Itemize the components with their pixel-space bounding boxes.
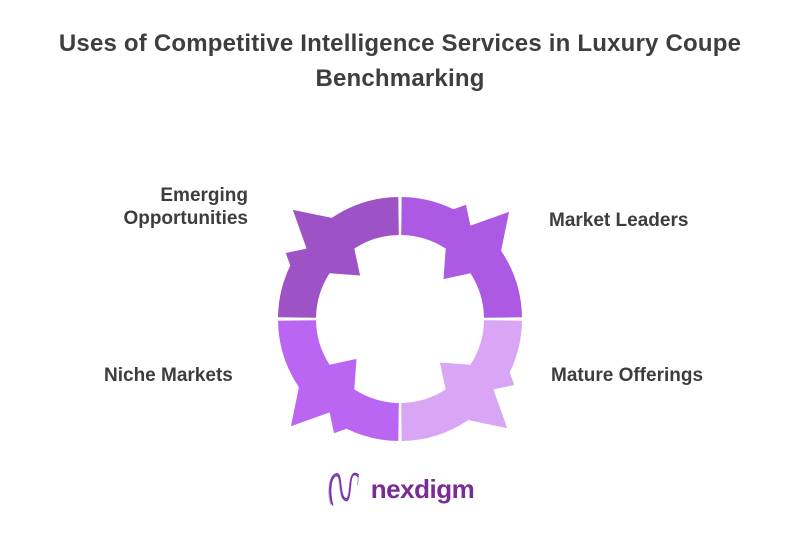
cycle-arrow-bottom-right <box>401 320 522 441</box>
cycle-arrow-top-right <box>401 197 522 318</box>
segment-label-niche-markets: Niche Markets <box>104 365 233 386</box>
segment-label-mature-offerings: Mature Offerings <box>551 365 704 386</box>
segment-label-emerging-opportunities: Emerging Opportunities <box>123 185 248 229</box>
page-title: Uses of Competitive Intelligence Service… <box>58 30 742 92</box>
nexdigm-logo-icon <box>328 472 359 506</box>
cycle-diagram <box>240 159 560 479</box>
cycle-diagram-svg <box>278 197 522 441</box>
nexdigm-logo-text: nexdigm <box>370 473 475 504</box>
cycle-arrow-bottom-left <box>278 320 399 441</box>
cycle-arrow-top-left <box>278 197 399 318</box>
footer-logo: nexdigm <box>0 468 800 510</box>
segment-label-market-leaders: Market Leaders <box>549 210 689 231</box>
